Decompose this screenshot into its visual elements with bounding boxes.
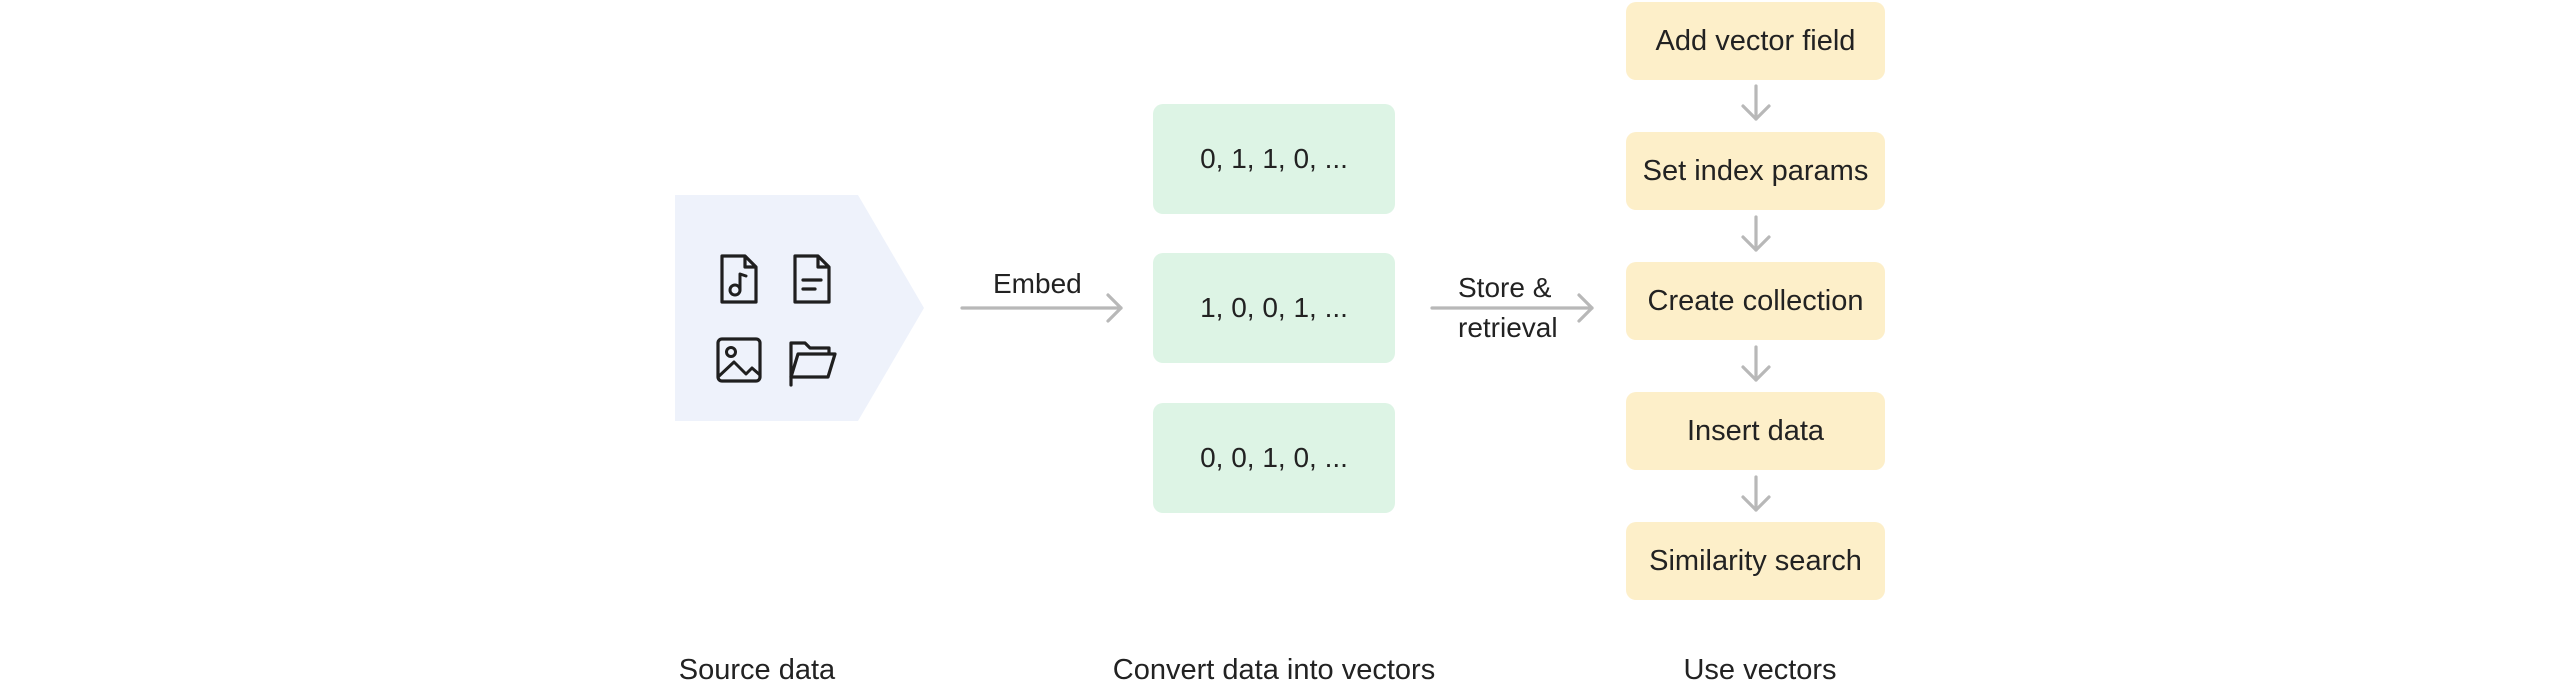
store-label-line1: Store & [1458,272,1552,303]
step-arrow-3 [1741,345,1771,382]
vector-box: 0, 1, 1, 0, ... [1153,104,1395,214]
step-insert-data: Insert data [1626,392,1885,470]
embed-arrow [960,293,1123,323]
caption-use-vectors: Use vectors [1683,654,1837,686]
audio-file-icon [720,254,758,304]
image-file-icon [716,337,762,383]
vector-box: 0, 0, 1, 0, ... [1153,403,1395,513]
step-add-vector-field: Add vector field [1626,2,1885,80]
step-create-collection: Create collection [1626,262,1885,340]
step-similarity-search: Similarity search [1626,522,1885,600]
embed-label: Embed [993,268,1082,299]
text-file-icon [793,254,831,304]
folder-icon [789,341,837,387]
store-arrow [1430,293,1594,323]
vector-box: 1, 0, 0, 1, ... [1153,253,1395,363]
caption-source-data: Source data [678,654,836,686]
step-set-index-params: Set index params [1626,132,1885,210]
step-arrow-4 [1741,475,1771,512]
caption-convert-data: Convert data into vectors [1112,654,1436,686]
step-arrow-2 [1741,215,1771,252]
store-label-line2: retrieval [1458,312,1558,343]
step-arrow-1 [1741,84,1771,121]
